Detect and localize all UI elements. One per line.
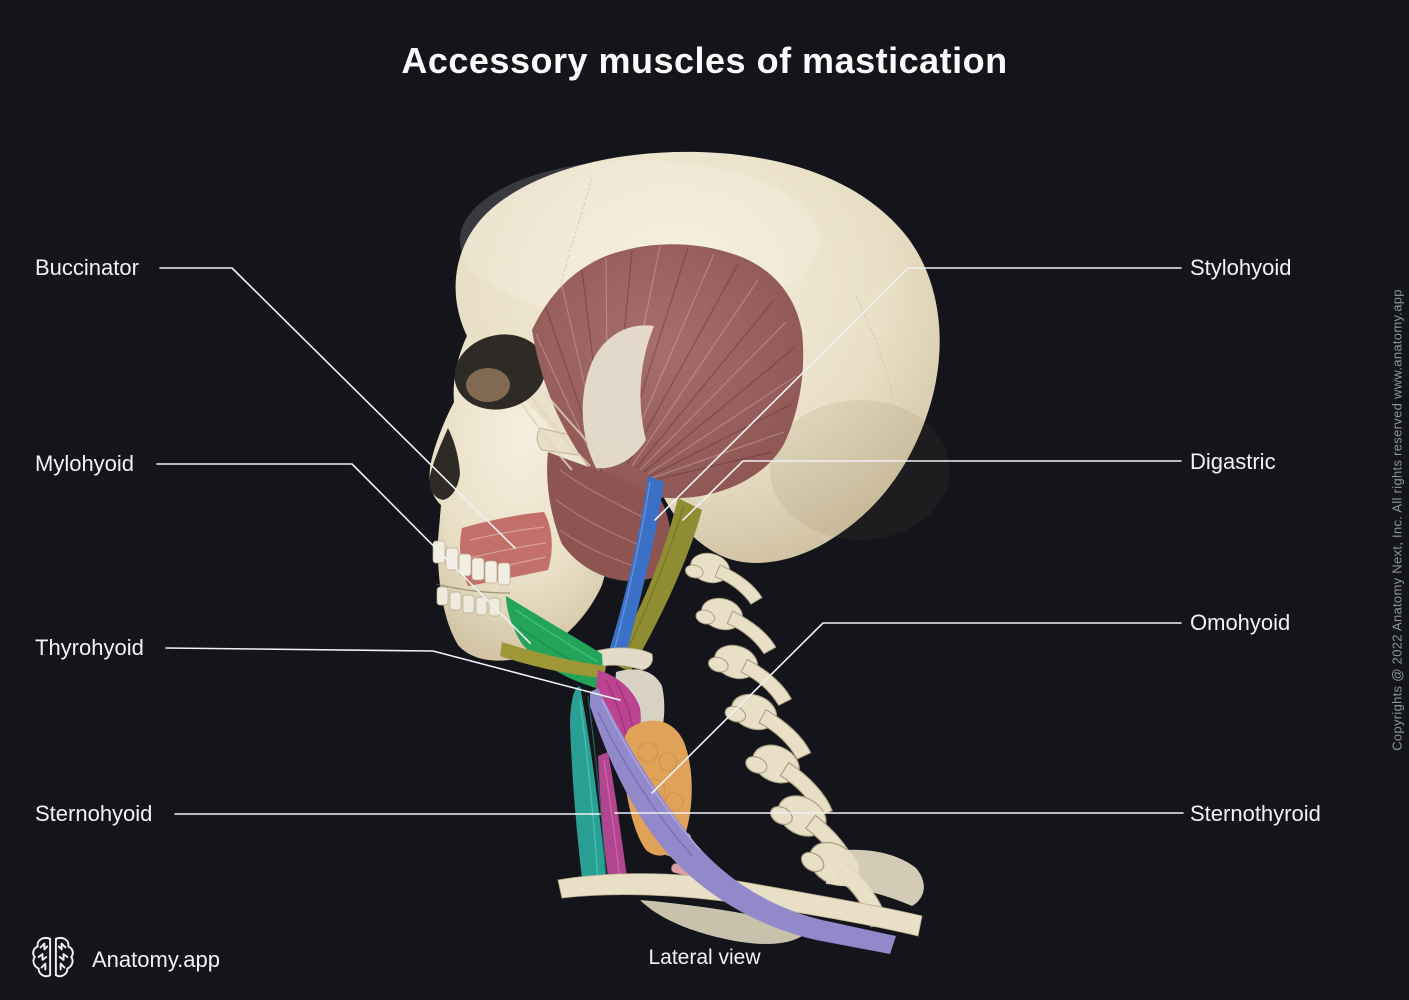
sternothyroid-muscle: [598, 752, 628, 890]
brand-name: Anatomy.app: [92, 946, 221, 972]
label-sternothyroid: Sternothyroid: [1190, 801, 1321, 826]
brain-icon: [30, 934, 76, 985]
leader-line-thyrohyoid: [165, 647, 621, 701]
leader-lines: [156, 267, 1184, 815]
view-caption: Lateral view: [648, 946, 761, 969]
label-mylohyoid: Mylohyoid: [35, 451, 135, 476]
label-thyrohyoid: Thyrohyoid: [35, 635, 144, 660]
label-digastric: Digastric: [1190, 449, 1276, 474]
digastric-posterior-muscle: [610, 498, 702, 672]
brand: Anatomy.app: [30, 934, 220, 985]
leader-line-stylohyoid: [654, 267, 1182, 521]
page-title: Accessory muscles of mastication: [401, 40, 1008, 81]
teeth: [432, 540, 511, 617]
leader-line-mylohyoid: [156, 463, 531, 644]
label-omohyoid: Omohyoid: [1190, 610, 1291, 635]
label-stylohyoid: Stylohyoid: [1190, 255, 1292, 280]
leader-line-buccinator: [159, 267, 516, 549]
stylohyoid-muscle: [608, 476, 664, 662]
temporalis-tendon: [582, 325, 654, 469]
coronal-suture: [555, 177, 593, 301]
sternohyoid-muscle: [570, 686, 607, 894]
nasal-aperture: [429, 428, 460, 500]
orbit: [454, 334, 546, 410]
copyright-text: Copyrights @ 2022 Anatomy Next, Inc. All…: [1389, 289, 1405, 751]
label-sternohyoid: Sternohyoid: [35, 801, 153, 826]
digastric-anterior-muscle: [500, 642, 606, 678]
leader-line-omohyoid: [651, 622, 1182, 794]
leader-line-digastric: [682, 460, 1182, 521]
lambdoid-suture: [855, 295, 894, 399]
label-buccinator: Buccinator: [35, 255, 139, 280]
omohyoid-muscle: [590, 688, 896, 954]
